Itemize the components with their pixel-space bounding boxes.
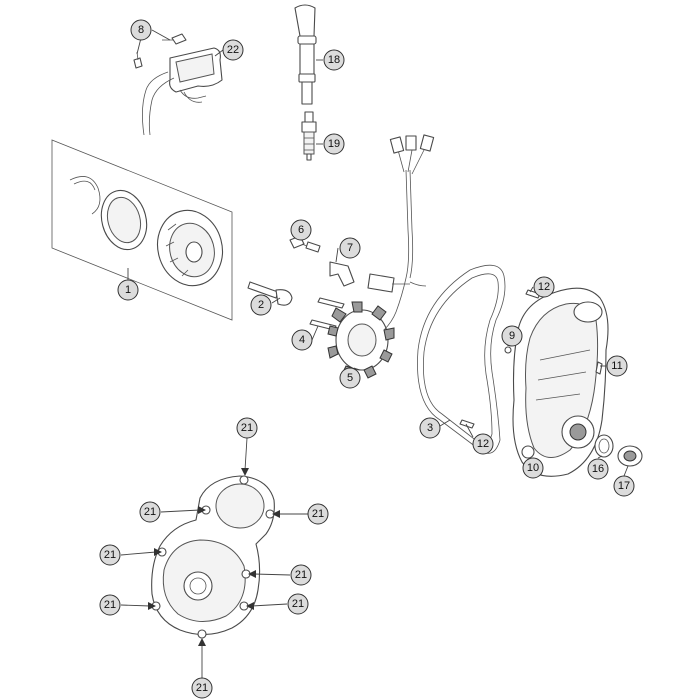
callout-label: 21	[196, 682, 208, 694]
callout-7: 7	[339, 237, 361, 259]
callout-21-lower-left: 21	[99, 594, 121, 616]
callout-16: 16	[587, 458, 609, 480]
callout-label: 1	[125, 284, 131, 296]
callout-label: 8	[138, 24, 144, 36]
callout-label: 21	[292, 598, 304, 610]
callout-label: 4	[299, 334, 305, 346]
generator-cover	[512, 287, 609, 477]
callout-21-bottom: 21	[191, 677, 213, 699]
callout-label: 12	[477, 438, 489, 450]
callout-label: 9	[509, 330, 515, 342]
callout-label: 21	[312, 508, 324, 520]
callout-label: 10	[527, 462, 539, 474]
callout-label: 19	[328, 138, 340, 150]
cable-bracket	[329, 261, 355, 287]
callout-12-upper: 12	[533, 276, 555, 298]
callout-21-upper-left: 21	[139, 501, 161, 523]
callout-21-top: 21	[236, 417, 258, 439]
stator-wiring	[367, 134, 435, 331]
callout-label: 16	[592, 463, 604, 475]
ignition-coil	[142, 47, 223, 136]
callout-5: 5	[339, 367, 361, 389]
callout-21-lower-right: 21	[287, 593, 309, 615]
callout-label: 12	[538, 281, 550, 293]
spark-plug-connector	[294, 4, 317, 105]
callout-label: 5	[347, 372, 353, 384]
callout-label: 21	[144, 506, 156, 518]
callout-label: 11	[611, 360, 622, 372]
callout-label: 2	[258, 299, 264, 311]
coil-screw-lower	[133, 51, 143, 69]
callout-10: 10	[522, 457, 544, 479]
callout-2: 2	[250, 294, 272, 316]
screw-12-lower	[459, 419, 475, 429]
callout-label: 7	[347, 242, 353, 254]
callout-label: 21	[104, 549, 116, 561]
callout-19: 19	[323, 133, 345, 155]
callout-label: 21	[241, 422, 253, 434]
spark-plug	[301, 111, 317, 161]
callout-21-mid-right: 21	[290, 564, 312, 586]
callout-4: 4	[291, 329, 313, 351]
coil-screw-upper	[162, 33, 187, 45]
callout-17: 17	[613, 475, 635, 497]
callout-label: 21	[104, 599, 116, 611]
flywheel-screw	[247, 281, 293, 306]
callout-label: 6	[298, 224, 304, 236]
screw-plug	[617, 445, 643, 467]
callout-11: 11	[606, 355, 628, 377]
small-screw-11	[595, 361, 603, 375]
callout-6: 6	[290, 219, 312, 241]
callout-21-upper-right: 21	[307, 503, 329, 525]
callout-18: 18	[323, 49, 345, 71]
callout-9: 9	[501, 325, 523, 347]
callout-21-mid-left: 21	[99, 544, 121, 566]
callout-12-lower: 12	[472, 433, 494, 455]
callout-label: 18	[328, 54, 340, 66]
callout-label: 21	[295, 569, 307, 581]
callout-8: 8	[130, 19, 152, 41]
callout-label: 17	[618, 480, 630, 492]
callout-3: 3	[419, 417, 441, 439]
flywheel-kit	[51, 139, 233, 321]
small-screw-9	[504, 346, 512, 354]
callout-1: 1	[117, 279, 139, 301]
o-ring	[594, 434, 614, 458]
ignition-cover	[151, 475, 275, 639]
callout-label: 3	[427, 422, 433, 434]
callout-22: 22	[222, 39, 244, 61]
stator	[327, 301, 395, 379]
callout-label: 22	[227, 44, 239, 56]
